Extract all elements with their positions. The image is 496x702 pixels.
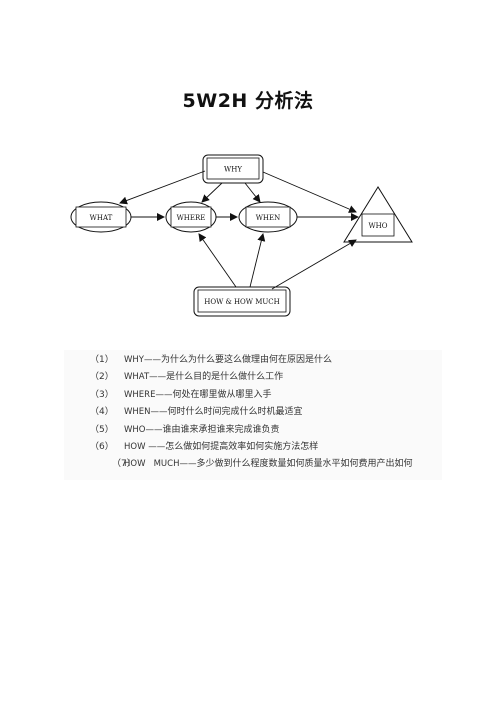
- item-number: （3）: [90, 389, 114, 400]
- where-label: WHERE: [177, 214, 206, 222]
- item-key: WHAT——: [124, 372, 167, 383]
- list-item: （5） WHO——谁由谁来承担谁来完成谁负责: [68, 422, 438, 439]
- what-node: WHAT: [70, 201, 132, 233]
- item-key: WHO——: [124, 424, 163, 435]
- page-title: 5W2H 分析法: [182, 90, 314, 112]
- item-key: HOW ——: [124, 442, 166, 453]
- item-text: 为什么为什么要这么做理由何在原因是什么: [161, 355, 333, 365]
- item-text: 谁由谁来承担谁来完成谁负责: [162, 424, 280, 435]
- item-key: WHEN——: [124, 407, 168, 418]
- list-item: （6） HOW ——怎么做如何提高效率如何实施方法怎样: [68, 439, 438, 456]
- definition-list: （1） WHY——为什么为什么要这么做理由何在原因是什么 （2） WHAT——是什么…: [64, 350, 442, 480]
- item-key: WHERE——: [124, 389, 173, 400]
- when-label: WHEN: [256, 214, 281, 222]
- arrow-how-when: [249, 233, 266, 288]
- list-item: （7）HOW MUCH——多少做到什么程度数量如何质量水平如何费用产出如何: [68, 456, 438, 473]
- arrow-why-who: [262, 171, 357, 213]
- item-key: WHY——: [124, 355, 161, 365]
- item-number: （6）: [90, 442, 114, 453]
- item-number: （7）: [112, 459, 136, 470]
- item-number: （4）: [90, 407, 114, 418]
- arrow-why-when: [244, 182, 261, 203]
- list-item: （3） WHERE——何处在哪里做从哪里入手: [68, 387, 438, 404]
- why-node: WHY: [202, 154, 264, 184]
- when-node: WHEN: [238, 201, 298, 233]
- arrow-why-what: [119, 170, 206, 205]
- item-key: HOW MUCH——: [124, 459, 197, 470]
- item-text: 何时什么时间完成什么时机最适宜: [167, 407, 303, 418]
- who-label: WHO: [368, 222, 387, 230]
- list-item: （4） WHEN——何时什么时间完成什么时机最适宜: [68, 404, 438, 421]
- item-number: （5）: [90, 424, 114, 435]
- arrow-why-where: [201, 182, 223, 203]
- arrow-how-who: [271, 239, 357, 290]
- item-text: 是什么目的是什么做什么工作: [166, 372, 284, 383]
- item-number: （1）: [90, 355, 114, 365]
- item-text: 多少做到什么程度数量如何质量水平如何费用产出如何: [196, 459, 413, 470]
- how-label: HOW & HOW MUCH: [204, 298, 280, 306]
- who-node: WHO: [343, 186, 413, 243]
- list-item: （2） WHAT——是什么目的是什么做什么工作: [68, 369, 438, 386]
- list-item: （1） WHY——为什么为什么要这么做理由何在原因是什么: [68, 352, 438, 369]
- how-node: HOW & HOW MUCH: [193, 286, 291, 317]
- item-text: 何处在哪里做从哪里入手: [172, 389, 272, 400]
- arrow-how-where: [198, 233, 237, 288]
- item-number: （2）: [90, 372, 114, 383]
- item-text: 怎么做如何提高效率如何实施方法怎样: [165, 442, 319, 453]
- why-label: WHY: [224, 166, 242, 174]
- where-node: WHERE: [165, 201, 217, 233]
- what-label: WHAT: [90, 214, 113, 222]
